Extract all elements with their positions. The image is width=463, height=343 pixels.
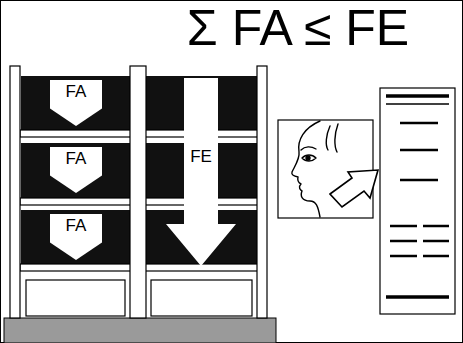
arrow-label: FE (166, 148, 236, 167)
capacity-arrow: FE (166, 78, 236, 266)
floor (4, 318, 276, 343)
document-lines (386, 96, 449, 297)
face-profile (292, 121, 338, 217)
arrow-label: FA (50, 217, 102, 236)
rack-uprights (10, 66, 267, 318)
arrow-label: FA (50, 150, 102, 169)
load-arrow: FA (50, 147, 102, 193)
arrow-label: FA (50, 83, 102, 102)
face-panel (278, 120, 373, 218)
formula-title: Σ FA ≤ FE (187, 2, 409, 55)
arrow-shape (166, 78, 236, 266)
load-arrow: FA (50, 214, 102, 260)
load-arrow: FA (50, 80, 102, 126)
document (380, 88, 455, 314)
sight-arrow (330, 170, 378, 207)
